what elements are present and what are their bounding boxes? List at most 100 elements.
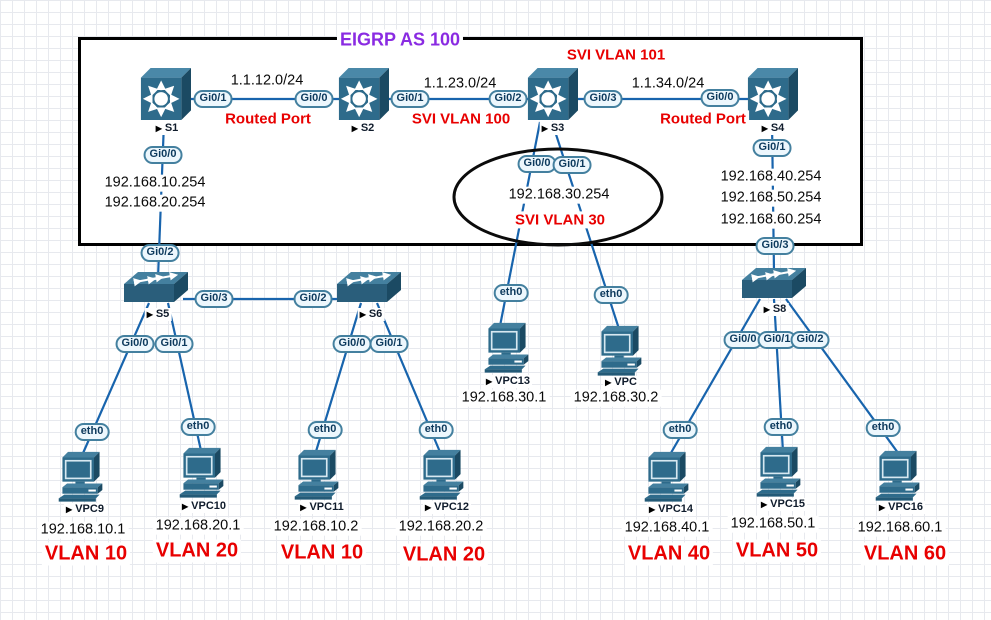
device-label-vpc13: ▶VPC13 xyxy=(483,375,533,388)
device-marker-icon: ▶ xyxy=(878,503,886,512)
vlan-label-vpc10: VLAN 20 xyxy=(152,539,242,563)
port-label-vpc-eth0: eth0 xyxy=(593,286,629,304)
vpc15-pc-icon[interactable] xyxy=(753,445,805,499)
device-label-vpc9: ▶VPC9 xyxy=(64,503,106,516)
vpc16-pc-icon[interactable] xyxy=(872,449,924,503)
s3-multilayer-switch-icon[interactable] xyxy=(526,66,578,122)
gateway-vlan40-ip: 192.168.40.254 xyxy=(717,168,825,186)
subnet-s1-s2-label: 1.1.12.0/24 xyxy=(227,72,307,90)
device-name: VPC12 xyxy=(434,501,470,513)
svi-vlan-101-label: SVI VLAN 101 xyxy=(563,46,669,64)
eigrp-as-title: EIGRP AS 100 xyxy=(336,29,464,51)
s1-multilayer-switch-icon[interactable] xyxy=(139,66,191,122)
device-name: S8 xyxy=(772,303,787,315)
vpc12-ip: 192.168.20.2 xyxy=(395,518,487,536)
device-label-vpc: ▶VPC xyxy=(603,376,639,389)
device-name: VPC13 xyxy=(495,375,531,387)
svi-vlan-30-ip: 192.168.30.254 xyxy=(505,186,613,204)
device-marker-icon: ▶ xyxy=(605,378,612,387)
port-label-s3-gi0-3: Gi0/3 xyxy=(583,90,623,108)
routed-port-left-label: Routed Port xyxy=(222,110,314,128)
vpc9-ip: 192.168.10.1 xyxy=(37,521,129,539)
s2-multilayer-switch-icon[interactable] xyxy=(337,66,389,122)
svi-vlan-100-label: SVI VLAN 100 xyxy=(408,110,514,128)
device-marker-icon: ▶ xyxy=(359,310,366,319)
port-label-s6-gi0-0: Gi0/0 xyxy=(332,335,372,353)
device-label-s8: ▶S8 xyxy=(761,303,789,316)
vlan-label-vpc11: VLAN 10 xyxy=(277,541,367,565)
device-label-s1: ▶S1 xyxy=(153,122,181,135)
device-name: VPC9 xyxy=(75,503,104,515)
vpc-ip: 192.168.30.2 xyxy=(570,389,662,407)
device-label-vpc12: ▶VPC12 xyxy=(422,501,472,514)
port-label-vpc14-eth0: eth0 xyxy=(662,421,698,439)
vlan-label-vpc14: VLAN 40 xyxy=(624,542,714,566)
device-marker-icon: ▶ xyxy=(541,124,548,133)
device-label-vpc16: ▶VPC16 xyxy=(876,501,926,514)
device-name: VPC xyxy=(614,376,637,388)
device-label-vpc10: ▶VPC10 xyxy=(179,500,229,513)
port-label-s3-gi0-0: Gi0/0 xyxy=(517,155,557,173)
gateway-vlan50-ip: 192.168.50.254 xyxy=(717,189,825,207)
device-marker-icon: ▶ xyxy=(485,377,493,386)
vpc-pc-icon[interactable] xyxy=(594,324,646,378)
port-label-s5-gi0-3: Gi0/3 xyxy=(194,290,234,308)
vpc12-pc-icon[interactable] xyxy=(416,448,468,502)
device-name: VPC11 xyxy=(309,501,344,513)
port-label-s5-gi0-0: Gi0/0 xyxy=(115,335,155,353)
port-label-s8-gi0-2: Gi0/2 xyxy=(790,331,830,349)
vlan-label-vpc9: VLAN 10 xyxy=(41,542,131,566)
gateway-vlan20-ip: 192.168.20.254 xyxy=(101,194,209,212)
device-name: S4 xyxy=(770,122,785,134)
device-name: VPC14 xyxy=(658,503,694,515)
device-label-s4: ▶S4 xyxy=(759,122,787,135)
vpc11-ip: 192.168.10.2 xyxy=(270,518,362,536)
device-name: S6 xyxy=(368,308,383,320)
port-label-s2-gi0-1: Gi0/1 xyxy=(390,90,430,108)
gateway-vlan60-ip: 192.168.60.254 xyxy=(717,211,825,229)
port-label-s2-gi0-0: Gi0/0 xyxy=(294,90,334,108)
device-marker-icon: ▶ xyxy=(300,503,307,512)
port-label-vpc15-eth0: eth0 xyxy=(763,418,799,436)
device-name: S3 xyxy=(550,122,565,134)
vpc10-ip: 192.168.20.1 xyxy=(152,517,244,535)
port-label-s1-gi0-0: Gi0/0 xyxy=(143,146,183,164)
gateway-vlan10-ip: 192.168.10.254 xyxy=(101,174,209,192)
device-marker-icon: ▶ xyxy=(761,124,768,133)
port-label-s3-gi0-1: Gi0/1 xyxy=(552,156,592,174)
port-label-vpc16-eth0: eth0 xyxy=(865,419,901,437)
routed-port-right-label: Routed Port xyxy=(657,110,749,128)
device-name: S2 xyxy=(360,122,375,134)
vpc11-pc-icon[interactable] xyxy=(291,448,343,502)
vpc14-pc-icon[interactable] xyxy=(641,450,693,504)
device-name: S1 xyxy=(164,122,179,134)
port-label-s5-gi0-1: Gi0/1 xyxy=(154,335,194,353)
device-marker-icon: ▶ xyxy=(763,305,770,314)
s5-switch-icon[interactable] xyxy=(124,268,188,310)
device-marker-icon: ▶ xyxy=(648,505,656,514)
port-label-s8-gi0-1: Gi0/1 xyxy=(757,331,797,349)
device-marker-icon: ▶ xyxy=(66,505,73,514)
vpc13-pc-icon[interactable] xyxy=(481,321,533,375)
vlan30-ellipse xyxy=(452,147,664,247)
device-name: VPC10 xyxy=(191,500,227,512)
device-label-s5: ▶S5 xyxy=(144,308,172,321)
port-label-s4-gi0-1: Gi0/1 xyxy=(752,139,792,157)
device-label-vpc11: ▶VPC11 xyxy=(298,501,346,514)
port-label-vpc12-eth0: eth0 xyxy=(418,421,454,439)
device-marker-icon: ▶ xyxy=(146,310,153,319)
s6-switch-icon[interactable] xyxy=(337,268,401,310)
port-label-s6-gi0-2: Gi0/2 xyxy=(293,290,333,308)
port-label-s1-gi0-1: Gi0/1 xyxy=(193,90,233,108)
s4-multilayer-switch-icon[interactable] xyxy=(746,66,798,122)
vlan-label-vpc12: VLAN 20 xyxy=(399,543,489,567)
port-label-vpc13-eth0: eth0 xyxy=(493,284,529,302)
vpc9-pc-icon[interactable] xyxy=(55,450,107,504)
vpc10-pc-icon[interactable] xyxy=(176,446,228,500)
s8-switch-icon[interactable] xyxy=(742,264,806,306)
device-name: S5 xyxy=(155,308,170,320)
vpc13-ip: 192.168.30.1 xyxy=(458,389,550,407)
port-label-vpc10-eth0: eth0 xyxy=(180,418,216,436)
device-marker-icon: ▶ xyxy=(351,124,358,133)
